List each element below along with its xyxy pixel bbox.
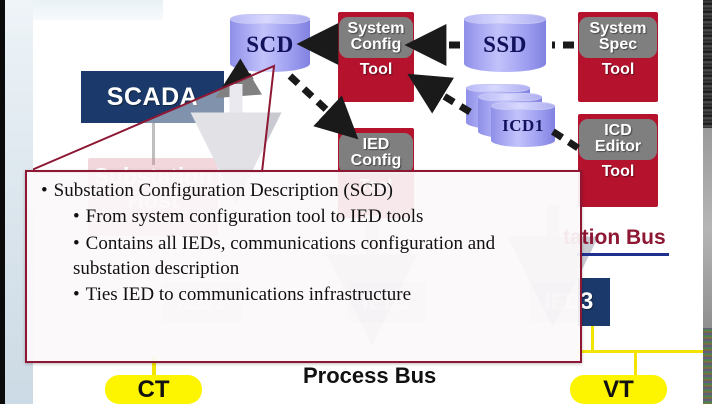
scd-cylinder-top	[230, 14, 310, 24]
ied3-process-drop	[634, 350, 637, 380]
callout-bullet-text: From system configuration tool to IED to…	[85, 206, 424, 228]
icd2-cylinder	[478, 93, 542, 141]
system-spec-chip-line2: Spec	[598, 36, 638, 53]
icd-editor-tail: Tool	[601, 163, 635, 180]
vt-label: VT	[603, 375, 634, 403]
system-spec-tail: Tool	[601, 61, 635, 78]
callout-bullet: •From system configuration tool to IED t…	[39, 204, 570, 229]
icd1-cylinder: ICD1	[491, 102, 555, 150]
icd1-cylinder-top	[491, 102, 555, 110]
callout-bullet-list: •Substation Configuration Description (S…	[27, 172, 580, 307]
icd-editor-chip-line2: Editor	[594, 138, 642, 155]
ct-label: CT	[137, 375, 170, 403]
icd-editor-tool-box: ICD Editor Tool	[578, 114, 658, 207]
icd1-cylinder-body	[491, 105, 555, 147]
ied-config-chip-line1: IED	[362, 136, 390, 153]
ied3-bus-drop	[591, 326, 594, 352]
vt-sensor: VT	[570, 375, 667, 404]
bullet-glyph: •	[41, 180, 48, 201]
ied3-label: 3	[580, 288, 594, 315]
callout-bullet-text: Contains all IEDs, communications config…	[73, 232, 496, 279]
callout-bullet: •Substation Configuration Description (S…	[39, 178, 570, 203]
callout-bullet: •Contains all IEDs, communications confi…	[39, 231, 570, 282]
ct-sensor: CT	[105, 375, 202, 404]
ssd-label: SSD	[483, 32, 527, 57]
system-config-chip-line2: Config	[350, 36, 402, 53]
callout-bullet: •Ties IED to communications infrastructu…	[39, 282, 570, 307]
callout-bullet-text: Substation Configuration Description (SC…	[53, 180, 393, 201]
callout-bullet-text: Ties IED to communications infrastructur…	[85, 284, 412, 306]
process-bus-line-right	[578, 350, 708, 353]
ied3-box: 3	[578, 278, 610, 326]
process-bus-label: Process Bus	[303, 363, 437, 388]
system-spec-tool-box: System Spec Tool	[578, 12, 658, 102]
ssd-cylinder-top	[464, 14, 546, 24]
right-scrollbar-strip[interactable]	[703, 0, 712, 404]
scd-callout-box: •Substation Configuration Description (S…	[25, 170, 582, 363]
icd-editor-chip-line1: ICD	[604, 122, 632, 139]
scd-cylinder: SCD	[230, 14, 310, 76]
right-margin	[712, 0, 720, 404]
bullet-glyph: •	[73, 284, 80, 306]
scada-box: SCADA	[81, 71, 224, 123]
left-letterbox-border	[0, 0, 5, 404]
icd3-cylinder	[466, 84, 530, 132]
ssd-cylinder-body	[464, 18, 546, 72]
ssd-cylinder: SSD	[464, 14, 546, 76]
station-bus-line	[577, 253, 669, 256]
scd-label: SCD	[246, 32, 294, 57]
station-bus-label: tation Bus	[563, 226, 666, 249]
ct-process-drop	[152, 357, 156, 379]
system-config-tool-box: System Config Tool	[338, 12, 414, 102]
top-gradient-strip	[33, 0, 163, 20]
system-config-chip-line1: System	[347, 20, 405, 37]
system-config-tail: Tool	[359, 61, 393, 78]
scada-label: SCADA	[106, 82, 199, 111]
bullet-glyph: •	[73, 232, 80, 254]
ied-config-chip-line2: Config	[350, 152, 402, 169]
bullet-glyph: •	[73, 206, 80, 228]
icd2-cylinder-top	[478, 93, 542, 101]
icd1-label: ICD1	[502, 116, 544, 135]
system-spec-chip-line1: System	[589, 20, 647, 37]
